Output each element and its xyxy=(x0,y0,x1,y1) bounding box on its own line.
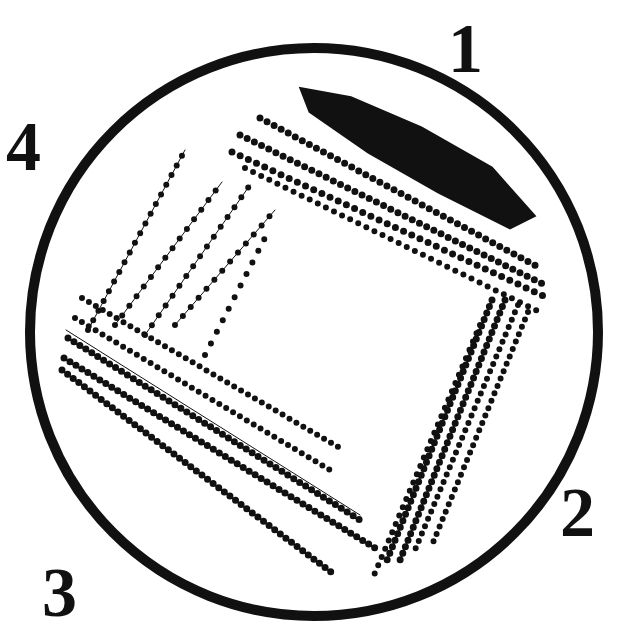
streak-section-2 xyxy=(372,300,528,580)
section-number: 1 xyxy=(448,14,483,84)
streak-section-3 xyxy=(62,298,375,575)
section-number: 4 xyxy=(6,112,41,182)
streak-section-4 xyxy=(88,150,275,355)
section-number: 2 xyxy=(560,478,595,548)
section-number: 3 xyxy=(42,558,77,628)
dish-rim xyxy=(30,48,598,616)
streak-section-1 xyxy=(232,92,548,312)
